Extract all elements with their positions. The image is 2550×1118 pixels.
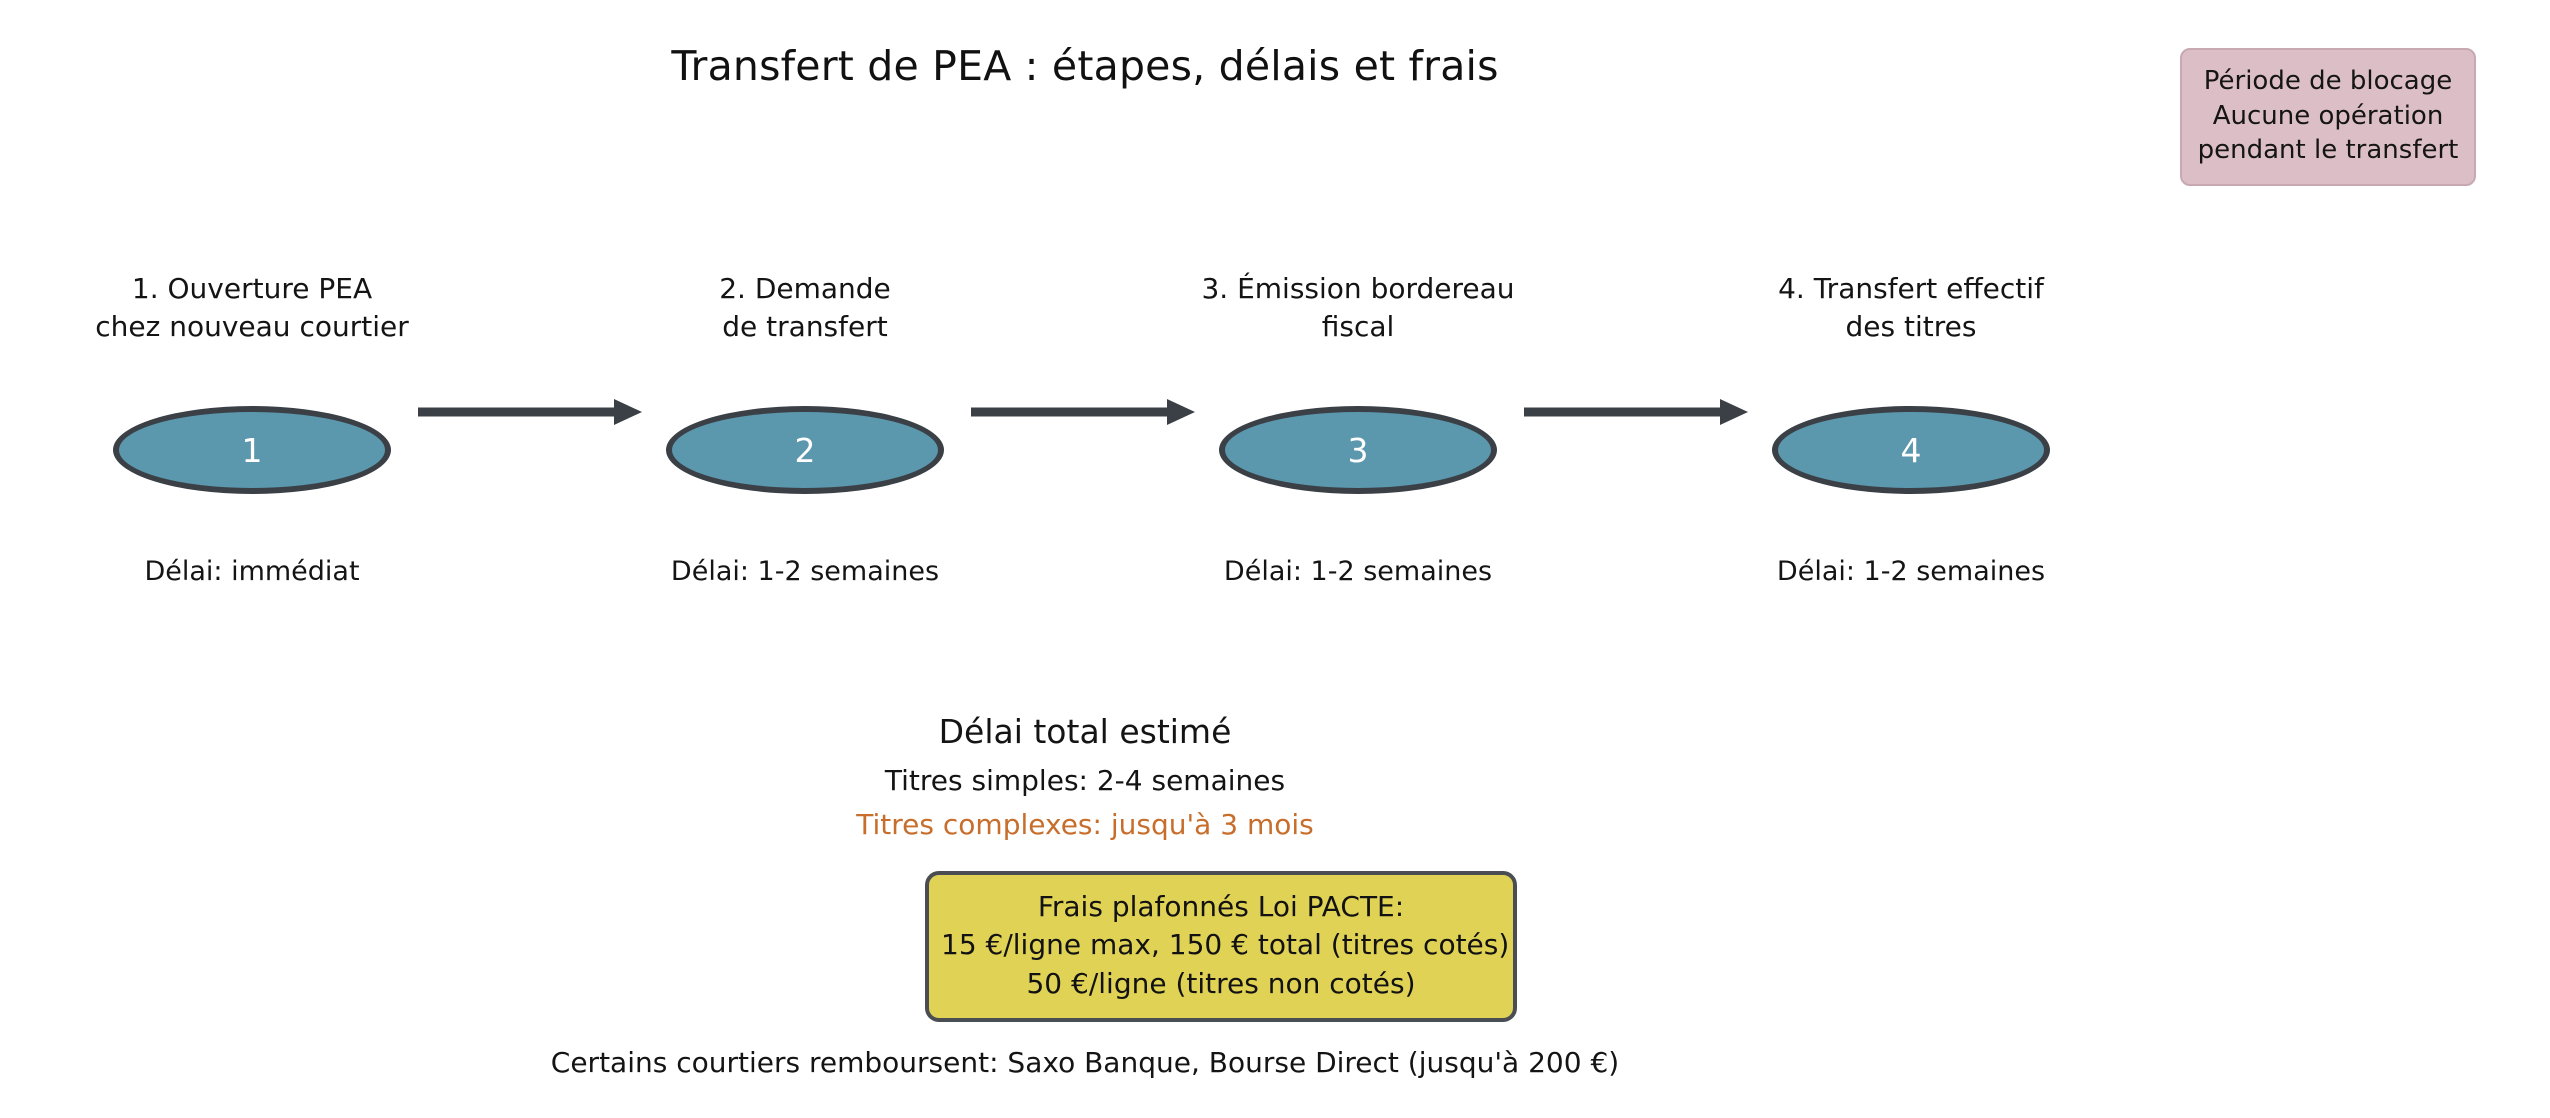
step-2-label-line-2: de transfert xyxy=(722,309,888,343)
step-1-node-number: 1 xyxy=(241,430,263,470)
reimbursement-note: Certains courtiers remboursent: Saxo Ban… xyxy=(550,1046,1620,1079)
step-4-node[interactable]: 4 xyxy=(1772,406,2050,494)
step-1-label-line-2: chez nouveau courtier xyxy=(95,309,409,343)
step-4-label: 4. Transfert effectif des titres xyxy=(1741,270,2081,352)
blocking-note-line-2: Aucune opération xyxy=(2212,100,2444,131)
arrow-step-2-to-3 xyxy=(971,394,1195,430)
step-1-delay: Délai: immédiat xyxy=(144,556,360,587)
step-4-node-number: 4 xyxy=(1900,430,1922,470)
flow-step-3: 3. Émission bordereau fiscal 3 Délai: 1-… xyxy=(1188,270,1528,587)
fee-box-line-2: 15 €/ligne max, 150 € total (titres coté… xyxy=(941,928,1510,962)
summary-heading: Délai total estimé xyxy=(938,712,1232,751)
flow-step-2: 2. Demande de transfert 2 Délai: 1-2 sem… xyxy=(635,270,975,587)
step-3-label-line-2: fiscal xyxy=(1321,309,1395,343)
step-3-delay: Délai: 1-2 semaines xyxy=(1223,556,1493,587)
blocking-note-line-3: pendant le transfert xyxy=(2197,135,2459,166)
step-3-label: 3. Émission bordereau fiscal xyxy=(1188,270,1528,352)
step-1-node-wrap: 1 xyxy=(82,400,422,510)
step-2-label: 2. Demande de transfert xyxy=(635,270,975,352)
step-2-delay: Délai: 1-2 semaines xyxy=(670,556,940,587)
step-1-label: 1. Ouverture PEA chez nouveau courtier xyxy=(82,270,422,352)
fee-box-line-1: Frais plafonnés Loi PACTE: xyxy=(1037,890,1405,923)
flow-step-4: 4. Transfert effectif des titres 4 Délai… xyxy=(1741,270,2081,587)
step-3-node-wrap: 3 xyxy=(1188,400,1528,510)
arrow-step-1-to-2 xyxy=(418,394,642,430)
flow-step-1: 1. Ouverture PEA chez nouveau courtier 1… xyxy=(82,270,422,587)
step-2-node-number: 2 xyxy=(794,430,816,470)
fee-box-line-3: 50 €/ligne (titres non cotés) xyxy=(1026,966,1416,1000)
step-1-node[interactable]: 1 xyxy=(113,406,391,494)
step-1-label-line-1: 1. Ouverture PEA xyxy=(131,272,373,305)
blocking-period-note: Période de blocage Aucune opération pend… xyxy=(2180,48,2476,186)
summary-simple-securities: Titres simples: 2-4 semaines xyxy=(884,763,1286,797)
total-delay-summary: Délai total estimé Titres simples: 2-4 s… xyxy=(0,712,2170,842)
step-3-node[interactable]: 3 xyxy=(1219,406,1497,494)
step-4-node-wrap: 4 xyxy=(1741,400,2081,510)
step-4-delay: Délai: 1-2 semaines xyxy=(1776,556,2046,587)
page-title: Transfert de PEA : étapes, délais et fra… xyxy=(671,42,1499,90)
step-2-node[interactable]: 2 xyxy=(666,406,944,494)
fee-cap-box: Frais plafonnés Loi PACTE: 15 €/ligne ma… xyxy=(925,871,1517,1023)
step-3-label-line-1: 3. Émission bordereau xyxy=(1201,272,1515,305)
blocking-note-line-1: Période de blocage xyxy=(2203,66,2453,96)
step-4-label-line-2: des titres xyxy=(1845,309,1977,343)
step-4-label-line-1: 4. Transfert effectif xyxy=(1778,272,2044,305)
summary-complex-securities: Titres complexes: jusqu'à 3 mois xyxy=(856,808,1314,842)
step-2-node-wrap: 2 xyxy=(635,400,975,510)
step-3-node-number: 3 xyxy=(1347,430,1369,470)
step-2-label-line-1: 2. Demande xyxy=(719,272,891,305)
transfer-flow: 1. Ouverture PEA chez nouveau courtier 1… xyxy=(0,270,2170,650)
arrow-step-3-to-4 xyxy=(1524,394,1748,430)
